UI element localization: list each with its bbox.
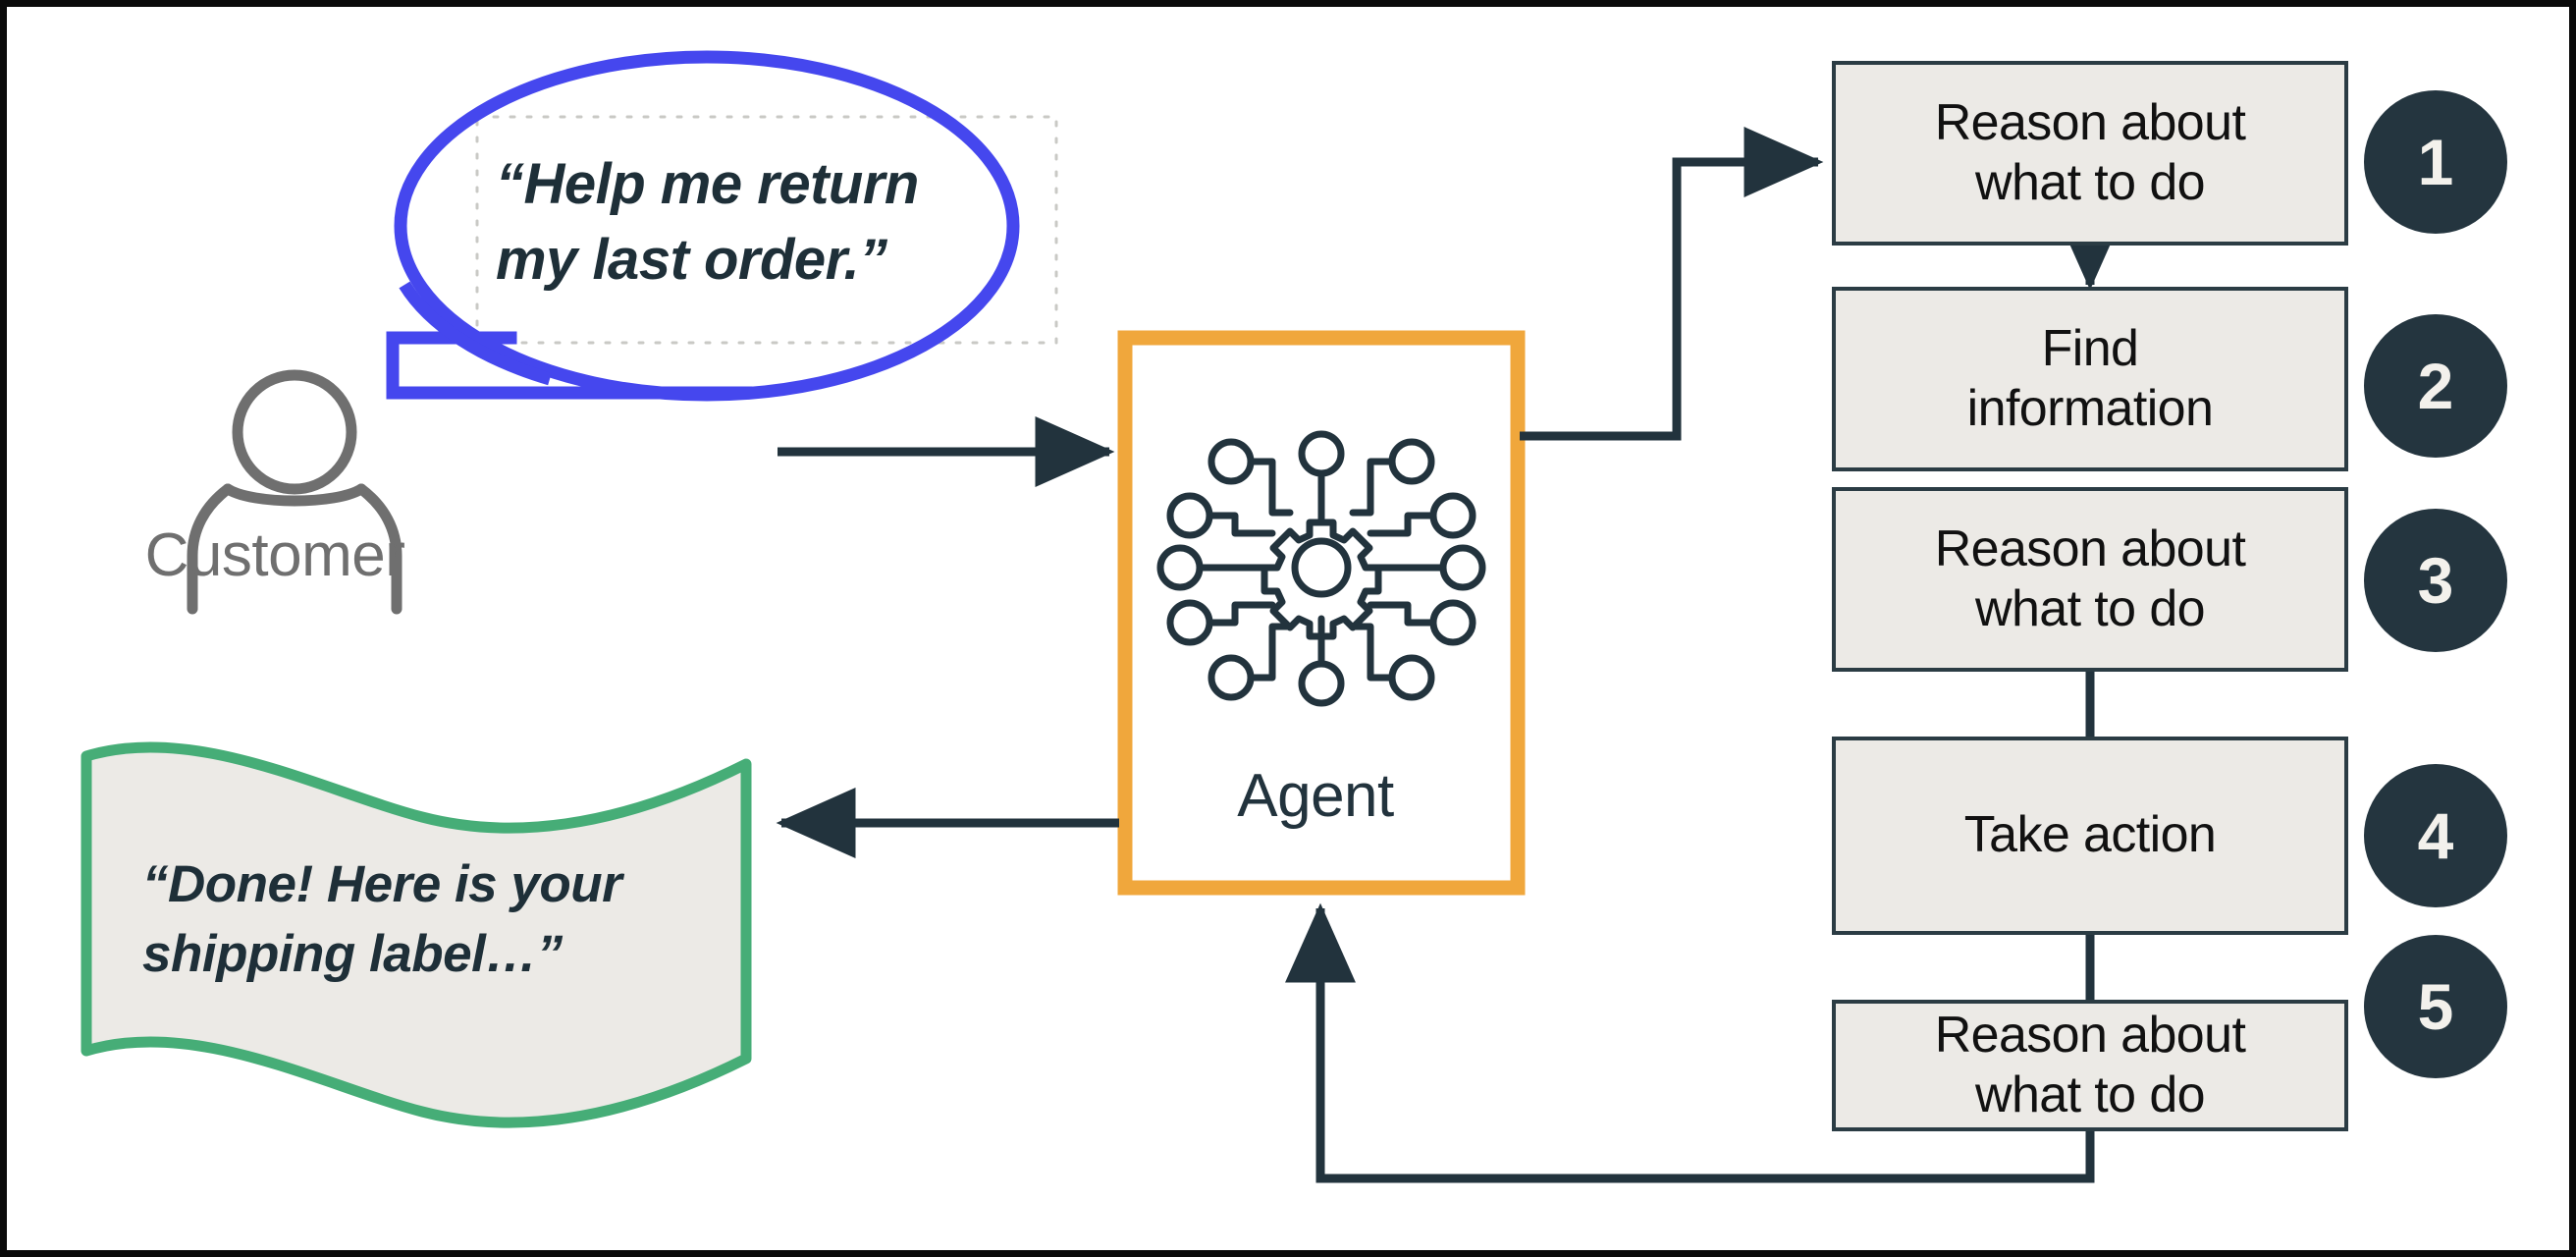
step-box-1[interactable]: Reason about what to do xyxy=(1832,61,2348,246)
step5-to-agent-feedback-arrow xyxy=(1285,902,2095,1183)
step-badge-5: 5 xyxy=(2364,935,2507,1078)
step-box-5[interactable]: Reason about what to do xyxy=(1832,1000,2348,1131)
step-box-4[interactable]: Take action xyxy=(1832,737,2348,935)
ai-network-gear-icon xyxy=(1156,430,1486,707)
step-box-2-label: Find information xyxy=(1958,319,2224,440)
step-box-2[interactable]: Find information xyxy=(1832,287,2348,471)
wavy-banner-icon xyxy=(80,741,752,1128)
step-box-1-line-1: Reason about xyxy=(1934,93,2246,151)
step-box-3-line-2: what to do xyxy=(1975,580,2206,637)
step-box-3[interactable]: Reason about what to do xyxy=(1832,487,2348,672)
step-box-5-line-2: what to do xyxy=(1975,1066,2206,1123)
step-box-3-label: Reason about what to do xyxy=(1925,519,2256,640)
agent-to-step1-arrow xyxy=(1520,127,1824,441)
customer-request-line-1: “Help me return xyxy=(496,152,919,216)
agent-response-line-2: shipping label…” xyxy=(142,925,563,984)
step-box-1-label: Reason about what to do xyxy=(1925,93,2256,214)
agent-response-text: “Done! Here is your shipping label…” xyxy=(142,849,731,989)
person-icon xyxy=(187,369,402,615)
step-box-2-line-1: Find xyxy=(2041,319,2139,377)
step-box-2-line-2: information xyxy=(1966,380,2214,437)
step-box-4-label: Take action xyxy=(1955,805,2226,865)
step-box-1-line-2: what to do xyxy=(1975,154,2206,211)
step-box-4-line-1: Take action xyxy=(1963,806,2217,864)
step-badge-1: 1 xyxy=(2364,90,2507,234)
step-badge-4: 4 xyxy=(2364,764,2507,907)
step-badge-3: 3 xyxy=(2364,509,2507,652)
agent-response-line-1: “Done! Here is your xyxy=(142,855,622,913)
agent-box xyxy=(1117,330,1526,896)
agent-label: Agent xyxy=(1237,762,1394,830)
customer-request-line-2: my last order.” xyxy=(496,227,887,292)
step-box-5-label: Reason about what to do xyxy=(1925,1006,2256,1126)
speech-bubble-icon xyxy=(386,50,1020,402)
customer-label: Customer xyxy=(144,521,405,589)
step-box-5-line-1: Reason about xyxy=(1934,1006,2246,1064)
step-badge-2: 2 xyxy=(2364,314,2507,458)
step-box-3-line-1: Reason about xyxy=(1934,519,2246,577)
customer-request-text: “Help me return my last order.” xyxy=(496,147,1046,298)
